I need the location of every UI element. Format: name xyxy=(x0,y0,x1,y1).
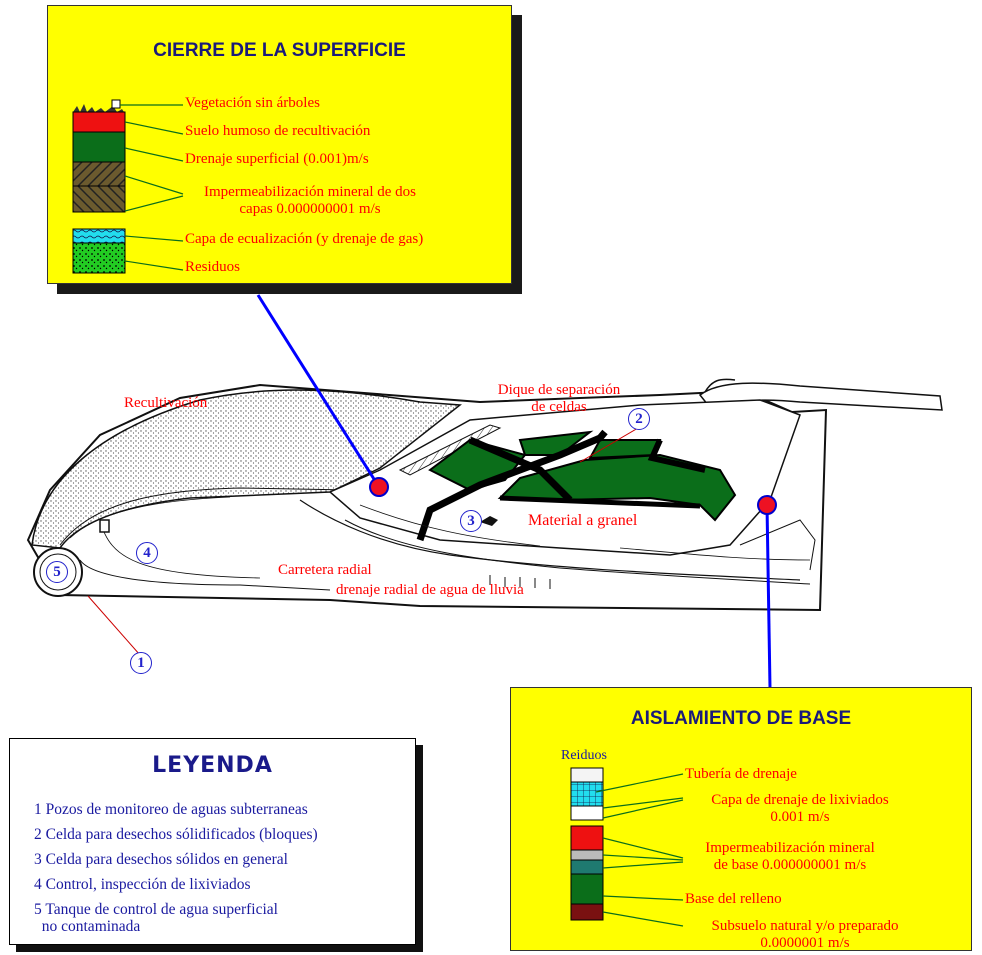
legend-item-4: 4 Control, inspección de lixiviados xyxy=(34,876,251,893)
label-bulk-material: Material a granel xyxy=(528,512,638,529)
base-mineral-grey xyxy=(570,849,604,861)
surface-panel-title: CIERRE DE LA SUPERFICIE xyxy=(153,40,406,61)
vegetation-layer xyxy=(73,104,124,112)
base-label-leachate-line1: Capa de drenaje de lixiviados xyxy=(711,792,889,808)
surface-label-mineral-line1: Impermeabilización mineral de dos xyxy=(204,184,416,200)
marker-2[interactable]: 2 xyxy=(628,408,650,430)
label-dike-line1: Dique de separación xyxy=(497,382,621,398)
label-recultivation: Recultivación xyxy=(124,395,208,411)
base-layer-column xyxy=(570,767,684,927)
label-dike: Dique de separación de celdas xyxy=(484,382,634,416)
vegetation-marker-icon xyxy=(111,99,121,109)
base-label-mineral: Impermeabilización mineral de base 0.000… xyxy=(685,840,895,874)
subsoil-layer xyxy=(570,903,604,921)
base-label-mineral-line1: Impermeabilización mineral xyxy=(705,840,875,856)
dike-pointer-line xyxy=(579,427,639,463)
well-pointer-line xyxy=(87,595,141,656)
surface-connector-line xyxy=(256,294,381,488)
base-mineral-teal xyxy=(570,859,604,875)
surface-closure-panel: CIERRE DE LA SUPERFICIE xyxy=(47,5,512,284)
humus-layer xyxy=(72,111,126,133)
label-rain-drain: drenaje radial de agua de lluvia xyxy=(336,582,524,598)
legend-item-5: 5 Tanque de control de agua superficial … xyxy=(34,901,278,935)
surface-label-waste: Residuos xyxy=(185,259,241,275)
base-waste-layer xyxy=(570,767,604,783)
legend-item-2: 2 Celda para desechos sólidificados (blo… xyxy=(34,826,318,843)
base-hotspot xyxy=(757,495,777,515)
base-label-pipe: Tubería de drenaje xyxy=(685,766,797,782)
surface-label-humus: Suelo humoso de recultivación xyxy=(185,123,371,139)
base-mineral-red xyxy=(570,825,604,851)
base-label-leachate: Capa de drenaje de lixiviados 0.001 m/s xyxy=(685,792,915,826)
mineral-layer-1 xyxy=(72,161,126,187)
leachate-drain-lower xyxy=(570,805,604,821)
base-label-mineral-line2: de base 0.000000001 m/s xyxy=(713,857,867,873)
base-label-fill-base: Base del relleno xyxy=(685,891,782,907)
fill-base-layer xyxy=(570,873,604,905)
base-label-leachate-line2: 0.001 m/s xyxy=(770,809,830,825)
marker-1[interactable]: 1 xyxy=(130,652,152,674)
base-label-subsoil: Subsuelo natural y/o preparado 0.0000001… xyxy=(685,918,925,952)
base-label-subsoil-line1: Subsuelo natural y/o preparado xyxy=(711,918,899,934)
small-building xyxy=(99,519,110,533)
waste-layer xyxy=(72,242,126,274)
surface-label-equalization: Capa de ecualización (y drenaje de gas) xyxy=(185,231,424,247)
surface-label-mineral-line2: capas 0.000000001 m/s xyxy=(239,201,381,217)
legend-title: LEYENDA xyxy=(152,753,273,778)
equalization-layer xyxy=(72,228,126,244)
drainage-layer xyxy=(72,131,126,163)
legend-item-1: 1 Pozos de monitoreo de aguas subterrane… xyxy=(34,801,308,818)
surface-layer-column xyxy=(72,99,184,274)
legend-item-3: 3 Celda para desechos sólidos en general xyxy=(34,851,288,868)
surface-label-drainage: Drenaje superficial (0.001)m/s xyxy=(185,151,369,167)
surface-hotspot xyxy=(369,477,389,497)
base-connector-line xyxy=(765,504,772,689)
base-label-subsoil-line2: 0.0000001 m/s xyxy=(760,935,850,951)
marker-4[interactable]: 4 xyxy=(136,542,158,564)
surface-label-vegetation: Vegetación sin árboles xyxy=(185,95,320,111)
marker-5[interactable]: 5 xyxy=(46,561,68,583)
label-radial-road: Carretera radial xyxy=(278,562,372,578)
mineral-layer-2 xyxy=(72,185,126,213)
base-label-waste: Reiduos xyxy=(561,748,607,763)
leachate-drain-layer xyxy=(570,781,604,807)
label-dike-line2: de celdas xyxy=(531,399,587,415)
base-insulation-panel: AISLAMIENTO DE BASE Reiduos Tubería de d xyxy=(510,687,972,951)
base-panel-title: AISLAMIENTO DE BASE xyxy=(630,708,852,729)
marker-3[interactable]: 3 xyxy=(460,510,482,532)
surface-label-mineral: Impermeabilización mineral de dos capas … xyxy=(185,184,435,218)
legend-box: LEYENDA 1 Pozos de monitoreo de aguas su… xyxy=(9,738,416,945)
